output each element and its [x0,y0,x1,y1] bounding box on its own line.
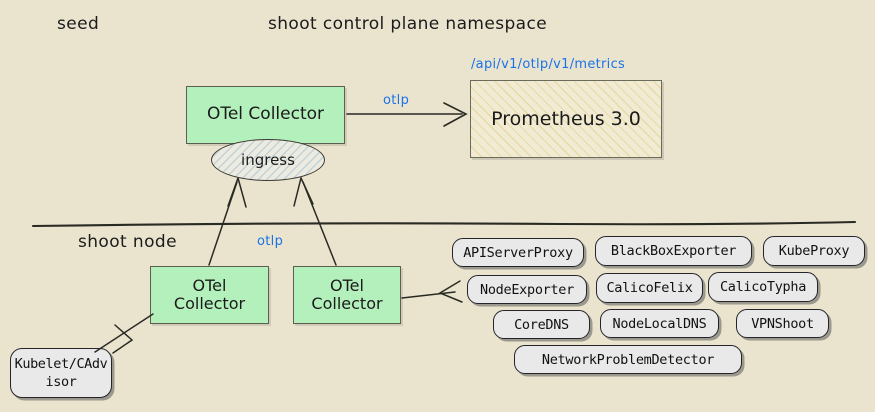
otel-collector-node-right-line1: OTel [330,276,364,296]
kubelet-cadvisor-box[interactable]: Kubelet/CAdvisor [10,348,112,398]
component-pill-vpnshoot[interactable]: VPNShoot [736,309,829,338]
otel-collector-seed-box[interactable]: OTel Collector [186,86,345,144]
edge-node-collector-left-to-ingress [208,175,247,266]
prometheus-box[interactable]: Prometheus 3.0 [470,80,662,158]
otlp-edge-label-seed: otlp [383,93,410,108]
otel-collector-node-right-box[interactable]: OTel Collector [293,266,401,324]
component-pill-calicotypha[interactable]: CalicoTypha [708,272,818,302]
otlp-edge-label-node: otlp [257,234,284,249]
otel-collector-node-right-line2: Collector [311,294,383,313]
zone-label-shoot-node: shoot node [78,232,177,252]
component-pill-nodelocaldns[interactable]: NodeLocalDNS [600,309,719,338]
component-pill-kubeproxy[interactable]: KubeProxy [763,236,865,266]
zone-label-seed: seed [57,14,100,34]
edge-kubelet-to-node-collector-left [94,313,154,354]
component-pill-blackboxexporter[interactable]: BlackBoxExporter [595,236,752,266]
otel-collector-node-left-line2: Collector [173,294,246,313]
otel-collector-node-left-line1: OTel [192,276,227,296]
component-pill-apiserverproxy[interactable]: APIServerProxy [452,238,584,267]
component-pill-networkproblemdetector[interactable]: NetworkProblemDetector [514,345,742,374]
zone-label-shoot-control-plane-namespace: shoot control plane namespace [268,14,548,34]
edge-components-to-node-collector-right [401,280,463,303]
edge-node-collector-right-to-ingress [293,175,337,266]
ingress-node[interactable]: ingress [211,139,325,181]
metrics-endpoint-label: /api/v1/otlp/v1/metrics [471,57,626,72]
component-pill-calicofelix[interactable]: CalicoFelix [596,273,703,303]
component-pill-nodeexporter[interactable]: NodeExporter [467,275,587,304]
node-boundary-line [31,220,857,228]
component-pill-coredns[interactable]: CoreDNS [493,310,590,339]
otel-collector-node-left-box[interactable]: OTel Collector [150,266,269,324]
